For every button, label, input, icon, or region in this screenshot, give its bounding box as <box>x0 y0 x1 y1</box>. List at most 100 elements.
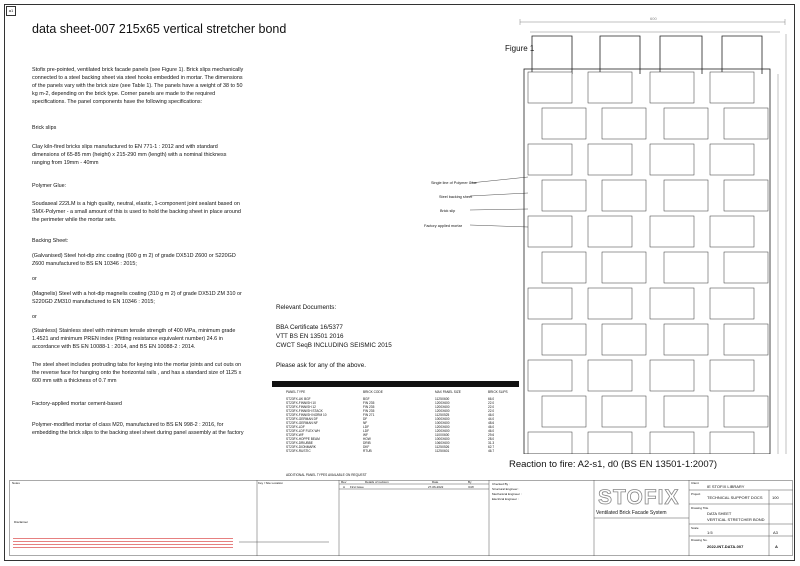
spec-line: (Stainless) Stainless steel with minimum… <box>32 328 236 334</box>
spec-line: Polymer Glue: <box>32 183 67 189</box>
table-cell: 1000X600 <box>435 421 450 425</box>
table-cell: 22.0 <box>488 409 495 413</box>
table-cell: 46.0 <box>488 429 495 433</box>
table-cell: 1060X600 <box>435 441 450 445</box>
brick-slip <box>663 251 709 284</box>
spec-line: Backing Sheet: <box>32 238 69 244</box>
spec-line: accordance with BS EN 10088-1 : 2014, an… <box>32 344 196 350</box>
table-cell: 22.0 <box>488 405 495 409</box>
brick-slip <box>541 323 587 356</box>
spec-line: S220GD ZM310 manufactured to EN 10346 : … <box>32 299 155 305</box>
spec-line: Factory-applied mortar cement-based <box>32 401 122 407</box>
figure-callout: Steel backing sheet <box>439 195 473 199</box>
table-cell: 29.6 <box>488 433 495 437</box>
table-cell: 31.3 <box>488 441 495 445</box>
table-cell: ST23FX-HOPPE BEAM <box>286 437 320 441</box>
drawing-number: 2022-INT-DATA-007 <box>707 544 744 549</box>
brick-slip <box>527 287 573 320</box>
col-header: MAX PANEL SIZE <box>435 390 461 394</box>
scale-value: 1:5 <box>707 530 713 535</box>
spec-paragraph: Brick slips <box>32 124 277 132</box>
table-cell: ST23FX-RUSTIC <box>286 449 311 453</box>
brick-slip <box>601 107 647 140</box>
table-cell: ST23FX-GERMAN DF <box>286 417 318 421</box>
brick-slip <box>587 71 633 104</box>
table-cell: DKF <box>363 445 370 449</box>
rev-col-header: Details of revision <box>365 480 389 484</box>
brick-slip <box>527 359 573 392</box>
rev-col-header: Date <box>432 480 439 484</box>
brick-slip <box>587 431 633 454</box>
rev-col-header: Rev <box>341 480 347 484</box>
title-block-grid <box>9 480 793 556</box>
table-cell: 66.0 <box>488 397 495 401</box>
panel-types-table: PANEL TYPE BRICK CODE MAX PANEL SIZE BRI… <box>286 390 508 453</box>
project-number: 100 <box>772 495 779 500</box>
brick-slip <box>649 287 695 320</box>
brick-slip <box>709 143 755 176</box>
table-cell: 46.0 <box>488 413 495 417</box>
table-cell: 1100X600 <box>435 433 450 437</box>
intro-line: Stofix pre-pointed, ventilated brick fac… <box>32 67 244 73</box>
table-cell: FIN 235 <box>363 405 375 409</box>
corner-mark: a1 <box>6 6 16 16</box>
spec-paragraph: Clay kiln-fired bricks slips manufacture… <box>32 143 277 167</box>
callout-leaders <box>470 176 529 228</box>
intro-line: connected to a steel backing sheet via s… <box>32 75 243 81</box>
hanging-tab <box>721 35 763 74</box>
hanging-tab <box>659 35 703 74</box>
spec-line: embedding the brick slips to the backing… <box>32 430 244 436</box>
brick-slip <box>649 143 695 176</box>
client-label: Client <box>691 481 699 485</box>
hanging-tab <box>599 35 641 74</box>
table-cell: ST23FX-GERMAN NF <box>286 421 318 425</box>
spec-line: Polymer-modified mortar of class M20, ma… <box>32 422 224 428</box>
brick-slip <box>527 431 573 454</box>
document-item: VTT BS EN 13501 2016 <box>276 333 344 340</box>
figure-callout: Factory applied mortar <box>424 224 462 228</box>
page-title: data sheet-007 215x65 vertical stretcher… <box>32 22 287 36</box>
sheet-size: A3 <box>773 530 778 535</box>
table-cell: ST23FX-DIONMARK <box>286 445 316 449</box>
spec-line: the perimeter while the mortar sets. <box>32 217 117 223</box>
rev-value: A <box>343 485 346 489</box>
table-cell: FIN 271 <box>363 413 375 417</box>
brick-slip <box>541 395 587 428</box>
brick-slip <box>709 359 755 392</box>
table-cell: 48.6 <box>488 421 495 425</box>
intro-paragraph: Stofix pre-pointed, ventilated brick fac… <box>32 66 277 106</box>
table-cell: 1125X526 <box>435 445 450 449</box>
table-cell: RTUB <box>363 449 372 453</box>
brick-slip <box>709 287 755 320</box>
drawing-revision: A <box>775 544 778 549</box>
table-cell: 1000X600 <box>435 417 450 421</box>
disclaimer-label: Disclaimer <box>14 520 29 524</box>
spec-paragraph: Polymer Glue: <box>32 182 277 190</box>
spec-paragraph: Factory-applied mortar cement-based <box>32 400 277 408</box>
brick-slip <box>663 323 709 356</box>
client-value: IE STOFIX LIBRARY <box>707 484 745 489</box>
table-footnote: ADDITIONAL PANEL TYPES AVAILABLE ON REQU… <box>286 473 367 477</box>
company-subtitle: Ventilated Brick Facade System <box>596 510 667 516</box>
brick-slip <box>723 323 769 356</box>
spec-paragraph: The steel sheet includes protruding tabs… <box>32 361 277 385</box>
table-cell: ST23FX-WF <box>286 433 304 437</box>
table-cell: DF <box>363 417 368 421</box>
brick-slip <box>527 143 573 176</box>
table-cell: NF <box>363 421 368 425</box>
brick-slip <box>709 431 755 454</box>
disclaimer-line <box>13 538 233 539</box>
brick-slip <box>663 107 709 140</box>
brick-slip <box>649 431 695 454</box>
logo-text: STOFIX <box>598 486 679 508</box>
spec-paragraph: (Galvanised) Steel hot-dip zinc coating … <box>32 252 277 268</box>
table-cell: ST23FX-FINNISH NORM 10 <box>286 413 327 417</box>
